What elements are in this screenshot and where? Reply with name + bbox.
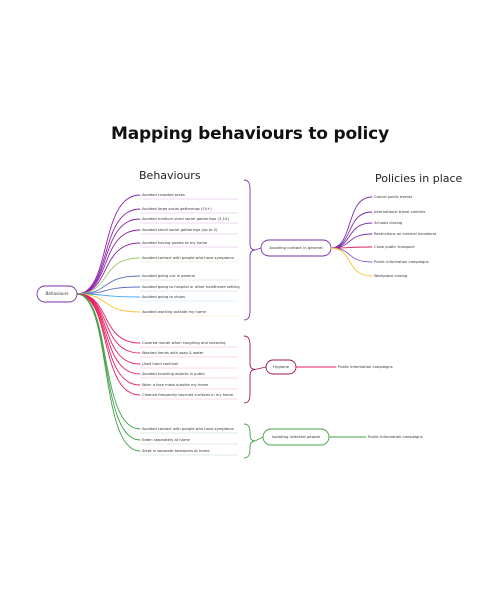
root-label: Behaviours xyxy=(46,291,69,296)
behaviour-branch xyxy=(76,293,141,441)
behaviour-branch xyxy=(76,293,141,313)
group-label: Hygiene xyxy=(273,364,290,369)
policy-label: Schools closing xyxy=(374,221,402,225)
behaviour-label: Avoided having guests to my home xyxy=(142,241,208,245)
group-connector xyxy=(254,366,267,370)
behaviour-branch xyxy=(76,218,141,295)
behaviour-label: Covered mouth when coughing and sneezing xyxy=(142,341,226,345)
behaviour-label: Slept in separate bedrooms at home xyxy=(142,449,210,453)
behaviour-label: Cleaned frequently touched surfaces in m… xyxy=(142,393,234,397)
behaviour-label: Avoided going to hospital or other healt… xyxy=(142,285,240,289)
behaviour-label: Avoided contact with people who have sym… xyxy=(142,427,234,431)
behaviour-label: Washed hands with soap & water xyxy=(142,351,204,355)
policy-label: Workplace closing xyxy=(374,274,407,278)
policy-label: Public information campaigns xyxy=(368,435,423,439)
behaviour-label: Avoided going to shops xyxy=(142,295,185,299)
group-label: Avoiding contact in general xyxy=(269,245,322,250)
policy-label: Public information campaigns xyxy=(338,365,393,369)
behaviour-label: Avoided medium sized social gatherings (… xyxy=(142,217,229,221)
behaviour-branch xyxy=(76,293,141,396)
behaviour-label: Avoided working outside my home xyxy=(142,310,207,314)
policies-heading: Policies in place xyxy=(375,172,463,185)
behaviour-label: Avoided small social gatherings (up to 2… xyxy=(142,228,218,232)
policy-label: Public information campaigns xyxy=(374,260,429,264)
behaviour-label: Worn a face mask outside my home xyxy=(142,383,209,387)
policy-branch xyxy=(330,247,373,263)
behaviour-branch xyxy=(76,257,141,295)
behaviour-branch xyxy=(76,242,141,295)
behaviour-label: Avoided large social gatherings (10+) xyxy=(142,207,212,211)
policy-branch xyxy=(330,196,373,249)
policy-label: Cancel public events xyxy=(374,195,412,199)
behaviour-branch xyxy=(76,208,141,295)
behaviours-heading: Behaviours xyxy=(139,169,201,182)
group-label: Isolating infected people xyxy=(272,434,321,439)
group-connector xyxy=(254,247,262,251)
behaviour-label: Avoided crowded areas xyxy=(142,193,185,197)
page-title: Mapping behaviours to policy xyxy=(111,124,389,144)
policy-label: Close public transport xyxy=(374,245,415,249)
behaviour-label: Avoided touching objects in public xyxy=(142,372,205,376)
root-node xyxy=(36,285,78,303)
behaviour-label: Avoided going out in general xyxy=(142,274,195,278)
group-connector xyxy=(254,436,264,442)
policy-branch xyxy=(330,247,373,277)
behaviour-branch xyxy=(76,293,141,452)
policy-label: Restrictions on internal movelemt xyxy=(374,232,437,236)
behaviour-branch xyxy=(76,194,141,295)
group-brace xyxy=(243,423,256,459)
policy-label: International travel controls xyxy=(374,210,425,214)
behaviour-label: Eaten separately at home xyxy=(142,438,191,442)
behaviour-label: Avoided contact with people who have sym… xyxy=(142,256,234,260)
behaviour-branch xyxy=(76,229,141,295)
behaviour-label: Used hand sanitiser xyxy=(142,362,179,366)
behaviour-branch xyxy=(76,293,141,430)
group-brace xyxy=(243,335,256,404)
group-brace xyxy=(243,179,256,321)
